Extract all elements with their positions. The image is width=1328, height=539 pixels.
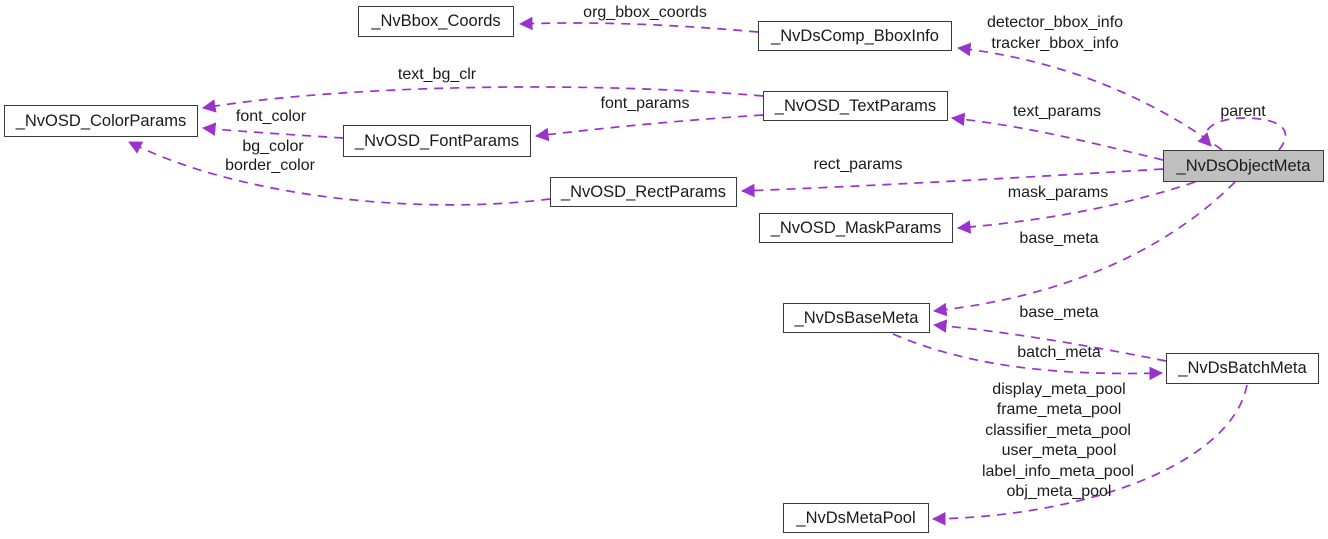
edge-font-params (534, 114, 764, 142)
edge-label-rect-params: rect_params (813, 156, 903, 173)
edge-label-org-bbox-coords: org_bbox_coords (583, 4, 707, 21)
edge-label-bg-color: bg_color (242, 138, 304, 155)
edge-font-color (201, 122, 344, 139)
node-nvosd-fontparams[interactable]: _NvOSD_FontParams (343, 125, 531, 157)
edge-rect-params (740, 168, 1164, 198)
node-nvosd-maskparams[interactable]: _NvOSD_MaskParams (759, 213, 953, 243)
edge-label-display-meta-pool: display_meta_pool (992, 381, 1126, 398)
edge-label-frame-meta-pool: frame_meta_pool (996, 401, 1122, 418)
edge-label-font-params: font_params (600, 95, 690, 112)
edge-detector-tracker-bbox-info (956, 42, 1223, 151)
edge-base-meta-from-batchmeta (932, 319, 1167, 362)
edge-base-meta-from-objectmeta (932, 181, 1236, 317)
edge-label-detector-bbox-info: detector_bbox_info (986, 14, 1124, 31)
edge-label-user-meta-pool: user_meta_pool (1001, 442, 1117, 459)
node-nvdsbatchmeta[interactable]: _NvDsBatchMeta (1166, 353, 1319, 384)
node-nvdsbasemeta[interactable]: _NvDsBaseMeta (783, 303, 930, 333)
node-nvdsmetapool[interactable]: _NvDsMetaPool (783, 503, 929, 533)
node-nvosd-textparams[interactable]: _NvOSD_TextParams (763, 91, 948, 121)
edge-label-text-params: text_params (1012, 103, 1102, 120)
node-nvdsobjectmeta: _NvDsObjectMeta (1163, 150, 1324, 182)
edge-label-border-color: border_color (225, 157, 315, 174)
edge-batch-meta (892, 333, 1164, 381)
edge-meta-pools (931, 384, 1248, 526)
edge-label-base-meta-2: base_meta (1019, 304, 1099, 321)
edge-text-bg-clr (201, 86, 764, 113)
edge-label-tracker-bbox-info: tracker_bbox_info (991, 35, 1119, 52)
edge-text-params (950, 112, 1164, 161)
edge-parent-self-loop (1197, 117, 1287, 151)
edge-label-obj-meta-pool: obj_meta_pool (1006, 483, 1112, 500)
node-nvosd-colorparams[interactable]: _NvOSD_ColorParams (4, 105, 198, 137)
edge-label-batch-meta: batch_meta (1017, 344, 1101, 361)
node-nvosd-rectparams[interactable]: _NvOSD_RectParams (550, 177, 737, 207)
node-nvdscomp-bboxinfo[interactable]: _NvDsComp_BboxInfo (758, 21, 952, 51)
edge-label-text-bg-clr: text_bg_clr (397, 66, 477, 83)
edge-label-font-color: font_color (235, 108, 307, 125)
node-nvbbox-coords[interactable]: _NvBbox_Coords (358, 6, 514, 37)
edge-label-classifier-meta-pool: classifier_meta_pool (985, 422, 1131, 439)
edge-label-mask-params: mask_params (1007, 184, 1109, 201)
edge-label-parent: parent (1220, 103, 1266, 120)
edge-mask-params (956, 181, 1196, 234)
edge-org-bbox-coords (518, 16, 759, 33)
edge-label-base-meta-1: base_meta (1019, 230, 1099, 247)
edge-bg-border-color (128, 141, 551, 206)
edge-label-label-info-meta-pool: label_info_meta_pool (981, 463, 1135, 480)
